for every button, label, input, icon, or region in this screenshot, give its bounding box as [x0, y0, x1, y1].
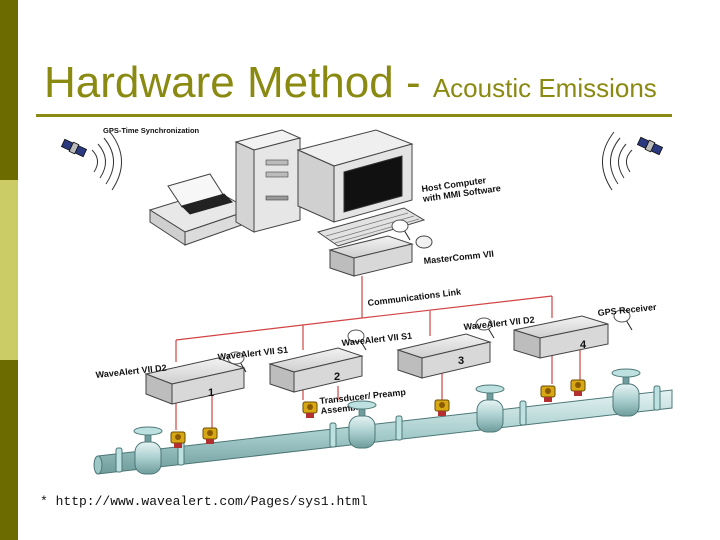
signal-waves-right-icon [602, 131, 633, 191]
mouse-icon [415, 235, 433, 249]
mastercomm-label: MasterComm VII [423, 249, 494, 266]
communications-link-lines [175, 276, 581, 430]
accent-bar-middle [0, 180, 18, 360]
source-footnote: * http://www.wavealert.com/Pages/sys1.ht… [40, 494, 368, 509]
wavealert-unit-3 [396, 317, 495, 379]
mastercomm-unit [328, 219, 414, 277]
wavealert-unit-1 [144, 351, 247, 405]
slide-title-main: Hardware Method - [44, 58, 433, 107]
wavealert-unit-2 [268, 329, 367, 393]
satellite-right-icon [636, 135, 664, 157]
title-rule [36, 114, 672, 117]
slide-title: Hardware Method - Acoustic Emissions [44, 58, 657, 108]
slide-title-sub: Acoustic Emissions [432, 73, 657, 103]
host-computer-label: Host Computer with MMI Software [420, 173, 502, 204]
satellite-left-icon [60, 137, 88, 159]
printer-icon [148, 173, 252, 246]
communications-link-label: Communications Link [367, 286, 463, 308]
accent-bar-bottom [0, 360, 18, 540]
computer-tower-icon [234, 129, 302, 233]
unit-number-3: 3 [458, 355, 464, 367]
gps-sync-label: GPS-Time Synchronization [103, 126, 200, 135]
unit-number-4: 4 [580, 339, 587, 351]
signal-waves-left-icon [91, 131, 122, 191]
accent-bar-top [0, 0, 18, 180]
wavealert-s1-left-label: WaveAlert VII S1 [217, 345, 288, 362]
monitor-icon [296, 129, 414, 231]
unit-number-1: 1 [208, 387, 214, 399]
unit-number-2: 2 [334, 371, 340, 383]
wavealert-unit-4 [513, 309, 633, 359]
